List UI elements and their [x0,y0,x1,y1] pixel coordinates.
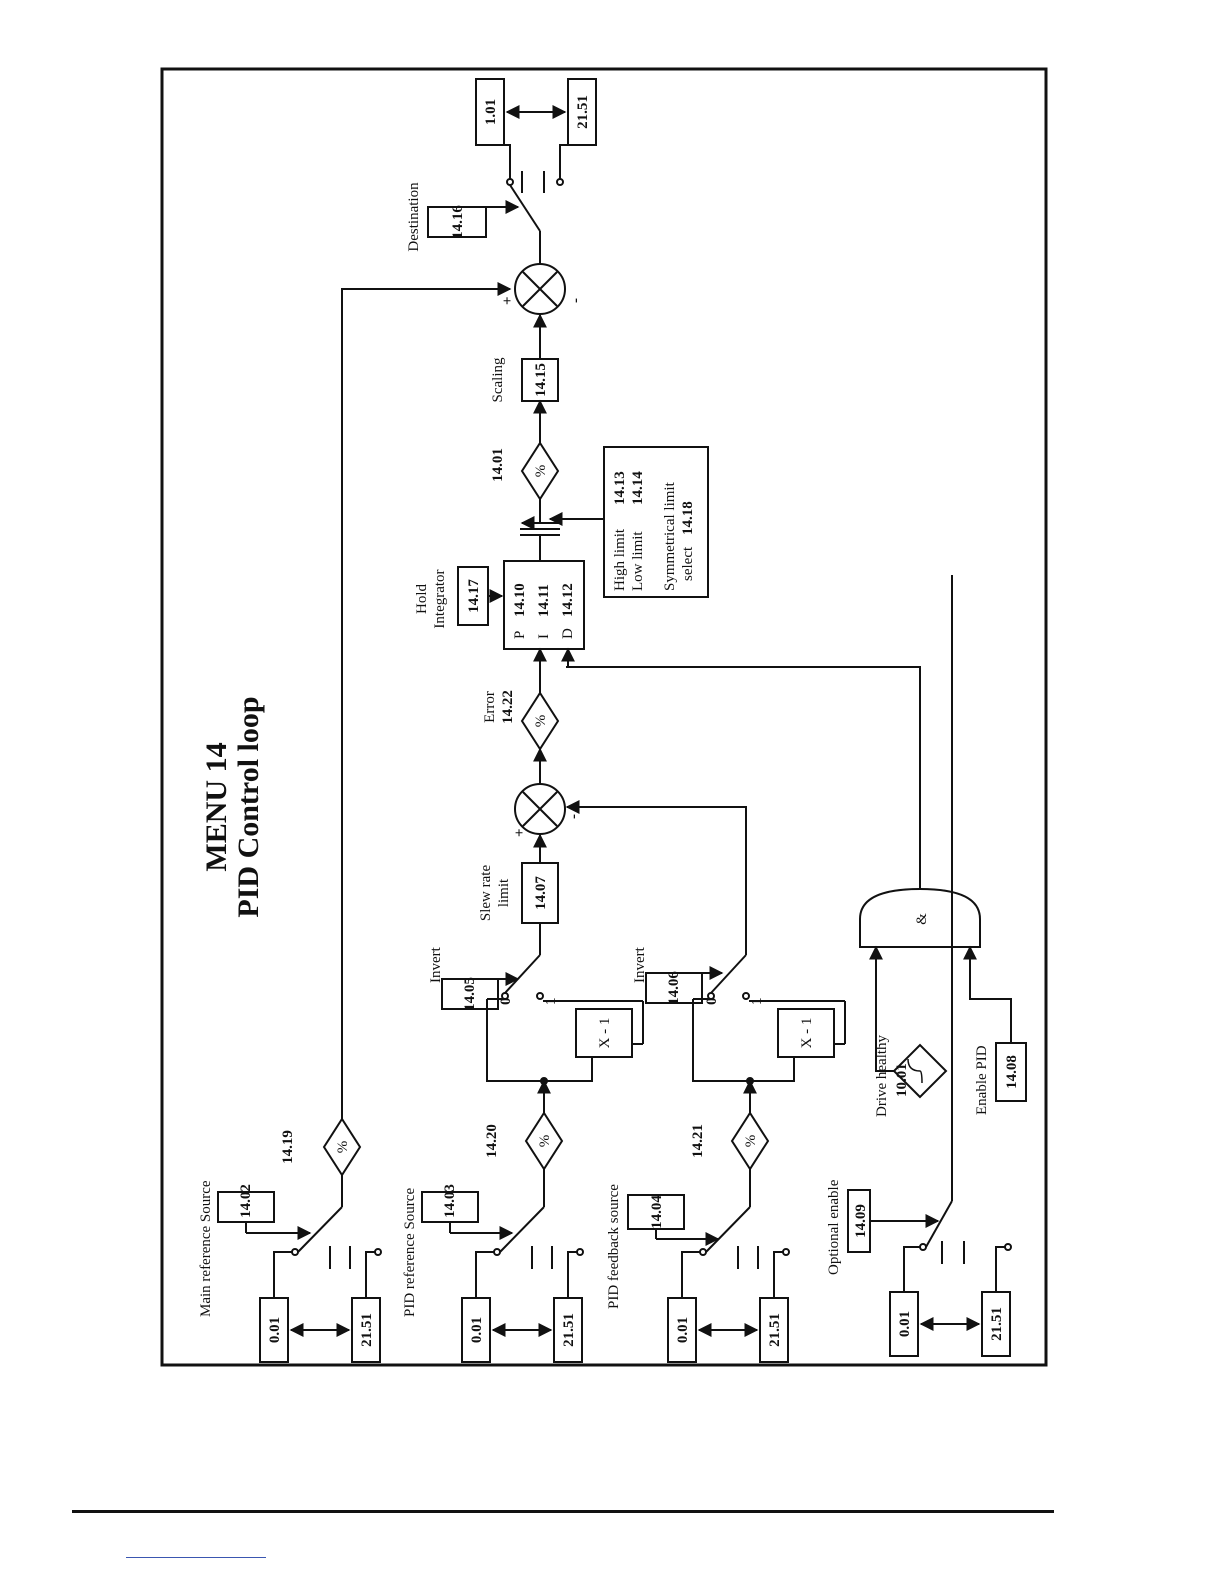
destination-param: 14.16 [450,205,466,239]
limits-high-label: High limit [612,528,628,591]
pid-fb-range-low: 0.01 [675,1317,691,1343]
pid-control-loop-diagram: MENU 14 PID Control loop 0.01 21.51 Main… [160,67,1048,1367]
pid-ref-label: PID reference Source [402,1188,418,1317]
pid-d-param: 14.12 [560,583,576,617]
drive-healthy-param: 10.01 [894,1063,910,1097]
pid-fb-invert-block-label: X - 1 [799,1018,815,1049]
invert-ref-label: Invert [428,946,444,983]
opt-en-label: Optional enable [826,1179,842,1275]
pid-ref-range-low: 0.01 [469,1317,485,1343]
pid-fb-invert-block [777,1008,835,1058]
pid-ref-invert-block-label: X - 1 [597,1018,613,1049]
pid-ref-param: 14.03 [442,1184,458,1218]
drive-healthy-indicator [892,1043,948,1099]
footer-link-underline[interactable] [126,1557,266,1558]
drive-healthy-label: Drive healthy [874,1034,890,1117]
pid-fb-param: 14.04 [649,1195,665,1229]
limits-sym-param: 14.18 [680,501,696,535]
main-ref-pct-param: 14.19 [280,1130,296,1164]
limits-high-param: 14.13 [612,471,628,505]
pid-i-param: 14.11 [536,584,552,617]
invert-fb-zero: 0 [704,998,720,1006]
output-pct-param: 14.01 [490,448,506,482]
pct-symbol-4: % [533,715,549,728]
diagram-border [160,67,1048,1367]
pid-i-letter: I [536,634,552,639]
pid-fb-label: PID feedback source [606,1184,622,1309]
scaling-param: 14.15 [533,363,549,397]
invert-fb-param: 14.06 [666,971,682,1005]
summer1-minus: - [566,814,582,819]
invert-ref-param: 14.05 [462,977,478,1011]
title-line1: MENU 14 [200,742,233,871]
destination-range-high: 21.51 [575,95,591,129]
main-ref-range-low: 0.01 [267,1317,283,1343]
error-label: Error [482,691,498,723]
hold-label-line1: Hold [414,584,430,615]
pct-symbol-5: % [533,465,549,478]
summer2-plus: + [500,296,516,305]
title-group: MENU 14 PID Control loop [200,696,265,917]
limits-sym-line1: Symmetrical limit [662,481,678,591]
enable-pid-label: Enable PID [974,1045,990,1115]
pid-p-param: 14.10 [512,583,528,617]
main-ref-range-high: 21.51 [359,1313,375,1347]
rotated-diagram-frame: MENU 14 PID Control loop 0.01 21.51 Main… [160,67,1048,1367]
destination-range-low-box [475,78,505,146]
destination-range-low: 1.01 [483,99,499,125]
pid-fb-pct-param: 14.21 [690,1124,706,1158]
limits-low-label: Low limit [630,531,646,591]
main-ref-label: Main reference Source [198,1180,214,1317]
pct-symbol-1: % [335,1141,351,1154]
invert-ref-one: 1 [543,998,559,1006]
enable-pid-param: 14.08 [1004,1055,1020,1089]
pid-fb-range-high: 21.51 [767,1313,783,1347]
pid-ref-range-high: 21.51 [561,1313,577,1347]
limits-block [603,446,709,598]
pid-ref-pct-param: 14.20 [484,1124,500,1158]
pct-symbol-3: % [743,1135,759,1148]
main-ref-param: 14.02 [238,1184,254,1218]
opt-en-range-low: 0.01 [897,1311,913,1337]
destination-label: Destination [406,182,422,252]
footer-rule [72,1510,1054,1513]
pid-ref-invert-block [575,1008,633,1058]
pid-gain-block [503,560,585,650]
error-param: 14.22 [500,690,516,724]
invert-fb-label: Invert [632,946,648,983]
invert-ref-zero: 0 [498,998,514,1006]
summer1-plus: + [512,828,528,837]
pid-p-letter: P [512,631,528,639]
scaling-label: Scaling [490,357,506,402]
limits-low-param: 14.14 [630,471,646,505]
hold-label-line2: Integrator [432,569,448,628]
pct-symbol-2: % [537,1135,553,1148]
title-line2: PID Control loop [232,696,265,917]
opt-en-range-high: 21.51 [989,1307,1005,1341]
opt-en-param: 14.09 [853,1204,869,1238]
summer2-minus: - [568,298,584,303]
and-gate-symbol: & [914,913,930,925]
limits-sym-line2: select [680,546,696,581]
hold-param: 14.17 [466,579,482,613]
pid-d-letter: D [560,628,576,639]
slew-param: 14.07 [533,876,549,910]
slew-label-line2: limit [496,878,512,907]
invert-fb-one: 1 [749,998,765,1006]
destination-range-high-box [567,78,597,146]
slew-label-line1: Slew rate [478,865,494,922]
